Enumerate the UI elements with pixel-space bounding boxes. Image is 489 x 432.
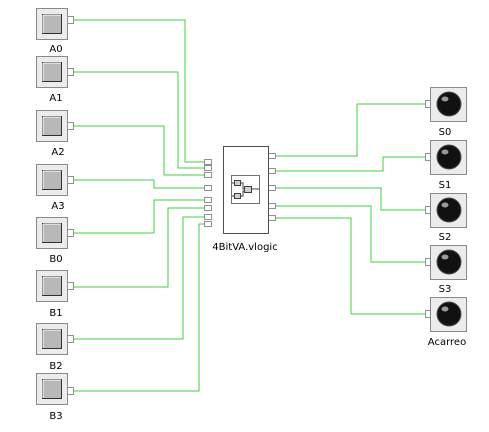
input-switch-b0[interactable]: B0 bbox=[36, 217, 74, 266]
wire-b3 bbox=[68, 223, 204, 392]
input-switches: A0 A1 A2 A3 bbox=[36, 8, 74, 423]
module-4bitva[interactable]: 4BitVA.vlogic bbox=[204, 146, 278, 254]
wire-s1 bbox=[276, 156, 426, 172]
wire-s2 bbox=[276, 187, 426, 211]
wire-a2 bbox=[68, 125, 204, 176]
connector-pin bbox=[67, 229, 74, 237]
led-lamp bbox=[436, 91, 462, 117]
output-label-acarreo: Acarreo bbox=[428, 337, 466, 348]
connector-pin bbox=[67, 335, 74, 343]
output-label-s2: S2 bbox=[439, 232, 452, 243]
output-led-s2: S2 bbox=[425, 193, 467, 243]
connector-pin bbox=[67, 282, 74, 290]
wire-a3 bbox=[68, 179, 204, 189]
wire-b1 bbox=[68, 207, 204, 288]
switch-button[interactable] bbox=[42, 170, 62, 190]
connector-pin bbox=[67, 16, 74, 24]
switch-button[interactable] bbox=[42, 379, 62, 399]
led-lamp bbox=[436, 197, 462, 223]
led-lamp bbox=[436, 249, 462, 275]
input-switch-a3[interactable]: A3 bbox=[36, 164, 74, 213]
input-switch-a0[interactable]: A0 bbox=[36, 8, 74, 56]
led-lamp bbox=[436, 301, 462, 327]
wire-s0 bbox=[276, 103, 426, 157]
wire-a0 bbox=[68, 19, 204, 163]
input-label-b2: B2 bbox=[49, 361, 62, 372]
output-led-acarreo: Acarreo bbox=[425, 297, 467, 348]
output-label-s0: S0 bbox=[439, 127, 452, 138]
switch-button[interactable] bbox=[42, 223, 62, 243]
output-leds: S0 S1 S2 S3 Acarreo bbox=[425, 87, 467, 348]
input-label-b3: B3 bbox=[49, 411, 62, 422]
switch-button[interactable] bbox=[42, 14, 62, 34]
wire-acarreo bbox=[276, 217, 426, 315]
module-output-pins bbox=[268, 153, 276, 221]
input-switch-b1[interactable]: B1 bbox=[36, 270, 74, 320]
input-switch-b2[interactable]: B2 bbox=[36, 323, 74, 373]
switch-button[interactable] bbox=[42, 116, 62, 136]
input-label-b1: B1 bbox=[49, 308, 62, 319]
connector-pin bbox=[67, 68, 74, 76]
output-label-s1: S1 bbox=[439, 180, 452, 191]
wire-b2 bbox=[68, 216, 204, 340]
connector-pin bbox=[67, 122, 74, 130]
input-label-a2: A2 bbox=[51, 147, 64, 158]
input-switch-a2[interactable]: A2 bbox=[36, 110, 74, 159]
output-label-s3: S3 bbox=[439, 284, 452, 295]
input-label-b0: B0 bbox=[49, 254, 62, 265]
input-switch-a1[interactable]: A1 bbox=[36, 56, 74, 105]
wire-b0 bbox=[68, 199, 204, 234]
module-input-pins bbox=[204, 159, 212, 227]
wires bbox=[68, 19, 426, 392]
output-led-s1: S1 bbox=[425, 140, 467, 191]
module-schematic-icon bbox=[231, 175, 260, 204]
led-lamp bbox=[436, 144, 462, 170]
switch-button[interactable] bbox=[42, 276, 62, 296]
input-label-a1: A1 bbox=[49, 93, 62, 104]
switch-button[interactable] bbox=[42, 329, 62, 349]
wire-s3 bbox=[276, 205, 426, 263]
input-label-a0: A0 bbox=[49, 44, 62, 55]
input-switch-b3[interactable]: B3 bbox=[36, 373, 74, 423]
output-led-s0: S0 bbox=[425, 87, 467, 138]
input-label-a3: A3 bbox=[51, 201, 64, 212]
module-label: 4BitVA.vlogic bbox=[212, 242, 277, 253]
connector-pin bbox=[67, 176, 74, 184]
wire-a1 bbox=[68, 71, 204, 169]
output-led-s3: S3 bbox=[425, 245, 467, 295]
switch-button[interactable] bbox=[42, 62, 62, 82]
connector-pin bbox=[67, 387, 74, 395]
